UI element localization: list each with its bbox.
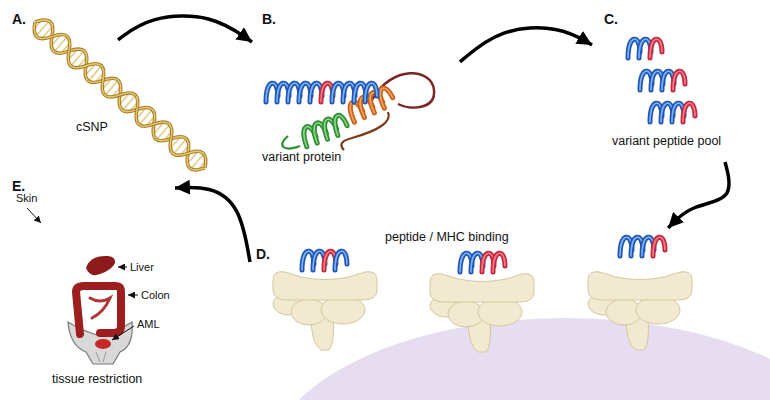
stage-caption: variant protein — [262, 150, 341, 165]
leader-line — [128, 295, 138, 296]
peptide-pool — [683, 103, 695, 122]
protein-ribbon — [372, 73, 434, 107]
stage-caption: variant peptide pool — [612, 134, 721, 149]
stage-panel: A. cSNP — [8, 8, 118, 185]
bound-peptide — [653, 237, 665, 256]
step-letter: C. — [604, 11, 618, 28]
flow-arrow — [175, 187, 250, 262]
protein-ribbon — [331, 114, 349, 136]
colon-organ — [76, 286, 121, 334]
liver-organ — [86, 256, 115, 275]
protein-ribbon — [300, 114, 349, 147]
peptide-pool — [640, 71, 685, 90]
flow-arrow — [668, 162, 729, 228]
peptide-pool — [650, 103, 695, 122]
protein-ribbon — [282, 136, 300, 148]
organ-label: Colon — [141, 289, 170, 302]
marrow-spot — [95, 339, 111, 349]
bound-peptide — [335, 251, 347, 270]
mhc-molecule — [588, 272, 692, 350]
step-letter: A. — [12, 11, 26, 28]
flow-arrow — [460, 28, 592, 62]
colon-organ — [76, 286, 121, 334]
mhc-molecule — [273, 272, 692, 352]
flow-arrow — [118, 16, 252, 42]
protein-ribbon — [266, 83, 377, 102]
cell-membrane — [265, 318, 770, 400]
step-letter: D. — [256, 246, 270, 263]
organ-label: Skin — [16, 192, 37, 205]
stage-panel: D. peptide / MHC binding — [250, 228, 765, 395]
leader-line — [112, 326, 134, 340]
stage-caption: peptide / MHC binding — [385, 230, 509, 245]
bound-peptide — [302, 251, 347, 270]
leader-line — [118, 267, 127, 268]
peptide-pool — [650, 39, 662, 58]
organ-label: Liver — [130, 261, 154, 274]
bound-peptide — [460, 253, 505, 272]
peptide-pool — [673, 71, 685, 90]
pelvis-bone — [96, 352, 106, 362]
mhc-molecule — [430, 274, 534, 352]
stage-panel: E.tissue restriction — [8, 176, 175, 395]
protein-ribbon — [365, 83, 377, 102]
marrow-spot — [95, 339, 111, 349]
stage-caption: tissue restriction — [52, 372, 142, 387]
peptide-pool — [628, 39, 695, 122]
mhc-molecule — [273, 272, 377, 350]
stage-caption: cSNP — [76, 120, 108, 135]
liver-organ — [86, 256, 115, 275]
stage-panel: C. variant peptide pool — [592, 8, 765, 162]
organ-label: AML — [137, 318, 160, 331]
protein-ribbon — [266, 73, 434, 150]
peptide-pool — [628, 39, 662, 58]
step-letter: B. — [262, 11, 276, 28]
colon-organ — [90, 298, 110, 318]
leader-line — [27, 208, 138, 340]
cell-membrane — [265, 318, 770, 400]
bound-peptide — [620, 237, 665, 256]
leader-line — [27, 208, 41, 223]
stage-panel: B. variant protein — [252, 8, 460, 170]
bound-peptide — [493, 253, 505, 272]
